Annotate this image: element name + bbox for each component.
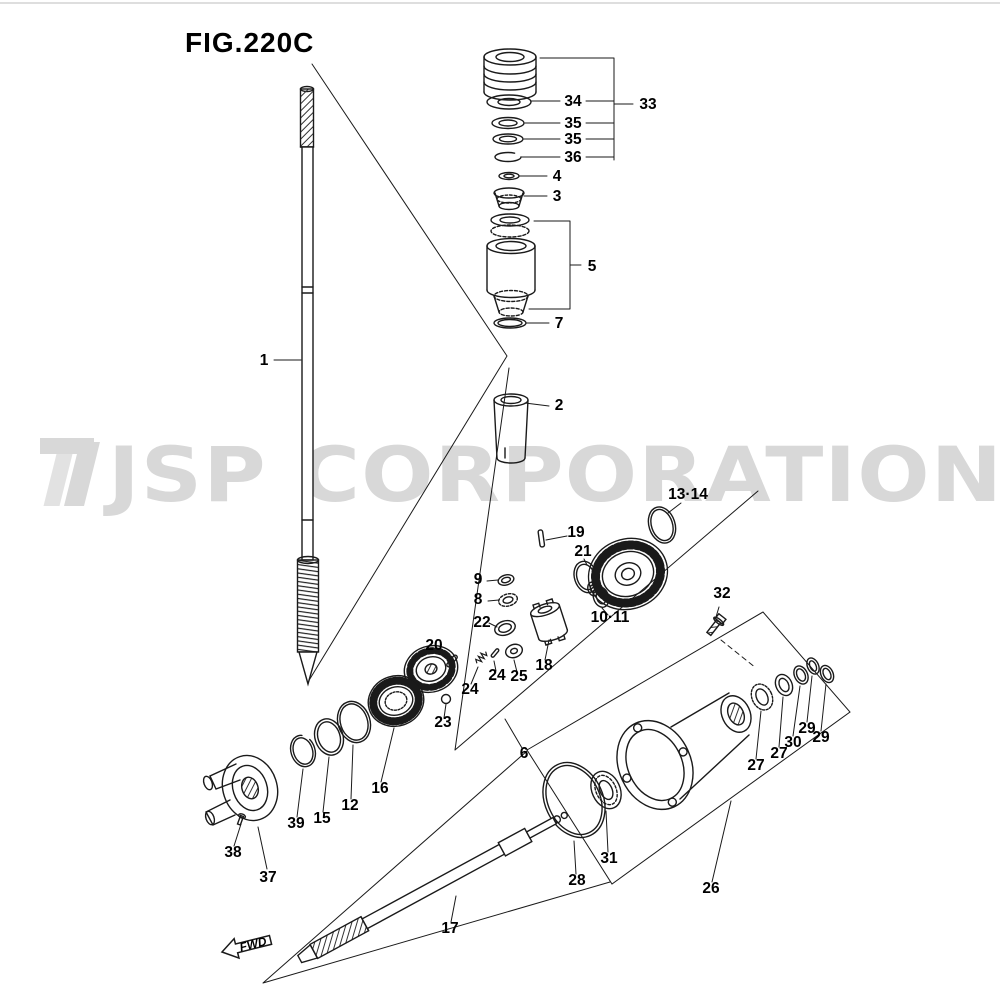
bearing-housing-26: [616, 692, 752, 811]
callout-35b: 35: [564, 131, 582, 148]
callout-39: 39: [287, 815, 305, 832]
washer-34: [486, 94, 532, 110]
snap-ring-36: [494, 151, 522, 163]
callout-1: 1: [260, 352, 269, 369]
callout-18: 18: [535, 657, 553, 674]
bushing-2: [493, 393, 529, 464]
callout-21: 21: [574, 543, 592, 560]
ring-30: [793, 665, 809, 685]
bearing-assembly-5: [486, 213, 536, 317]
watermark-logo-icon: [34, 438, 114, 510]
callout-30: 30: [784, 734, 801, 751]
ring-7: [493, 317, 527, 329]
gear-16: [367, 674, 425, 728]
ring-27b: [774, 673, 794, 697]
ring-22: [494, 619, 516, 637]
callouts: 34 33 35 35 36 4 3 5 7 2 1 13·14 19 21 9…: [224, 93, 830, 937]
callout-32: 32: [713, 585, 730, 602]
stud-38: [236, 813, 247, 826]
bearing-31: [590, 770, 622, 810]
clutch-dog-18: [529, 598, 569, 646]
ring-12: [336, 700, 372, 744]
callout-20: 20: [425, 637, 442, 654]
construction-lines: [262, 63, 851, 984]
callout-25: 25: [510, 668, 528, 685]
ring-4: [498, 171, 520, 181]
o-ring-28: [542, 761, 606, 839]
callout-29b: 29: [812, 729, 830, 746]
callout-2: 2: [555, 397, 564, 414]
gear-8: [497, 593, 519, 607]
line-art: [202, 48, 851, 984]
callout-16: 16: [371, 780, 389, 797]
callout-12: 12: [341, 797, 358, 814]
bearing-carrier-37: [202, 754, 279, 826]
pin-19: [537, 529, 546, 548]
callout-23: 23: [434, 714, 452, 731]
callout-7: 7: [555, 315, 564, 332]
callout-34: 34: [564, 93, 582, 110]
callout-37: 37: [259, 869, 276, 886]
fwd-arrow-label: FWD: [238, 934, 268, 954]
seal-housing-cap: [483, 48, 537, 101]
ring-9: [497, 574, 515, 586]
spring-24: [474, 651, 488, 664]
callout-26: 26: [702, 880, 720, 897]
callout-17: 17: [441, 920, 458, 937]
callout-33: 33: [639, 96, 657, 113]
spline-joint-27a: [750, 683, 774, 711]
pin-24: [490, 648, 500, 658]
callout-8: 8: [474, 591, 483, 608]
ring-15: [313, 718, 345, 756]
page-top-rule: [0, 2, 1000, 4]
fwd-arrow: [220, 934, 273, 960]
ring-29a: [806, 657, 820, 675]
bolt-32: [705, 612, 727, 637]
callout-22: 22: [473, 614, 490, 631]
ball-23: [440, 693, 452, 705]
callout-6: 6: [520, 745, 529, 762]
leader-lines: [233, 57, 827, 923]
callout-3: 3: [553, 188, 562, 205]
bearing-cone-3: [493, 187, 525, 211]
callout-24b: 24: [488, 667, 506, 684]
callout-5: 5: [588, 258, 597, 275]
ring-35a: [491, 116, 525, 130]
callout-27b: 27: [770, 745, 787, 762]
callout-10-11: 10·11: [591, 609, 630, 626]
callout-4: 4: [553, 168, 562, 185]
ring-29b: [819, 664, 835, 684]
drive-shaft: [296, 85, 320, 687]
callout-36: 36: [564, 149, 582, 166]
figure-title: FIG.220C: [185, 27, 314, 58]
callout-13-14: 13·14: [668, 486, 708, 503]
shim-13-14: [647, 506, 677, 544]
callout-27a: 27: [747, 757, 764, 774]
washer-25: [504, 643, 524, 659]
forward-gear: [587, 537, 669, 611]
ring-39: [289, 734, 317, 768]
propeller-shaft: [296, 811, 568, 964]
callout-35a: 35: [564, 115, 582, 132]
callout-28: 28: [568, 872, 586, 889]
ring-35b: [492, 133, 524, 145]
callout-9: 9: [474, 571, 483, 588]
callout-15: 15: [313, 810, 331, 827]
callout-24a: 24: [461, 681, 479, 698]
callout-29a: 29: [798, 720, 816, 737]
callout-31: 31: [600, 850, 618, 867]
ring-10-11-b: [587, 581, 599, 597]
watermark-text: JSP CORPORATION: [108, 430, 1000, 519]
callout-38: 38: [224, 844, 242, 861]
callout-19: 19: [567, 524, 585, 541]
